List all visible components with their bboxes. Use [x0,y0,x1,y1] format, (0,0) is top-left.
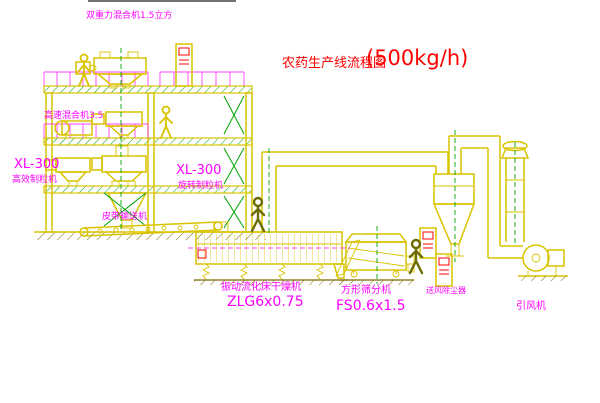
control-cabinet-right-2 [435,253,453,287]
cyclone-outlet-duct [448,135,523,259]
page-title: 农药生产线流程图 [282,56,387,71]
label-sifter-name: 方形筛分机 [341,285,391,296]
label-rotary-granulator-name: 旋转制粒机 [178,181,224,191]
belt-conveyor-machine [79,221,229,237]
rotary-granulator-machine [91,145,147,187]
label-high-speed-mixer: 高速混合机3.5 [44,111,104,121]
induced-draft-fan [518,244,570,281]
label-rotary-granulator-model: XL-300 [176,163,222,178]
control-cabinet-top [175,43,193,87]
guardrails [43,71,245,138]
centerlines [120,48,516,284]
label-dryer-name: 振动流化床干燥机 [221,282,301,293]
horizontal-mixer-machine [54,120,93,138]
discharge-hopper [103,192,148,229]
worker-figure-2 [159,105,173,139]
label-gravity-mixer: 双重力混合机1.5立方 [86,11,173,21]
fluid-bed-dryer-machine [194,231,348,285]
high-speed-mixer-machine [91,111,143,139]
label-induced-fan: 引风机 [516,301,546,312]
label-sifter-model: FS0.6x1.5 [336,298,406,314]
label-belt-conveyor: 皮带输送机 [102,212,148,222]
left-granulator-machine [45,157,91,187]
worker-figure-1 [77,53,91,87]
cross-braces [223,95,245,229]
worker-figure-4 [408,238,424,275]
label-left-granulator-name: 高效制粒机 [12,175,58,185]
label-blower-duster: 送风除尘器 [426,286,466,295]
gravity-mixer-machine [75,51,147,89]
control-cabinet-right-1 [419,227,437,259]
exhaust-duct [261,151,449,232]
page-title-capacity: (500kg/h) [366,46,469,70]
building-structure [34,71,268,240]
cyclone-separator [432,135,523,259]
square-sifter-machine [335,233,415,285]
label-left-granulator-model: XL-300 [14,157,60,172]
label-dryer-model: ZLG6x0.75 [227,294,304,310]
worker-figure-3 [250,196,266,233]
